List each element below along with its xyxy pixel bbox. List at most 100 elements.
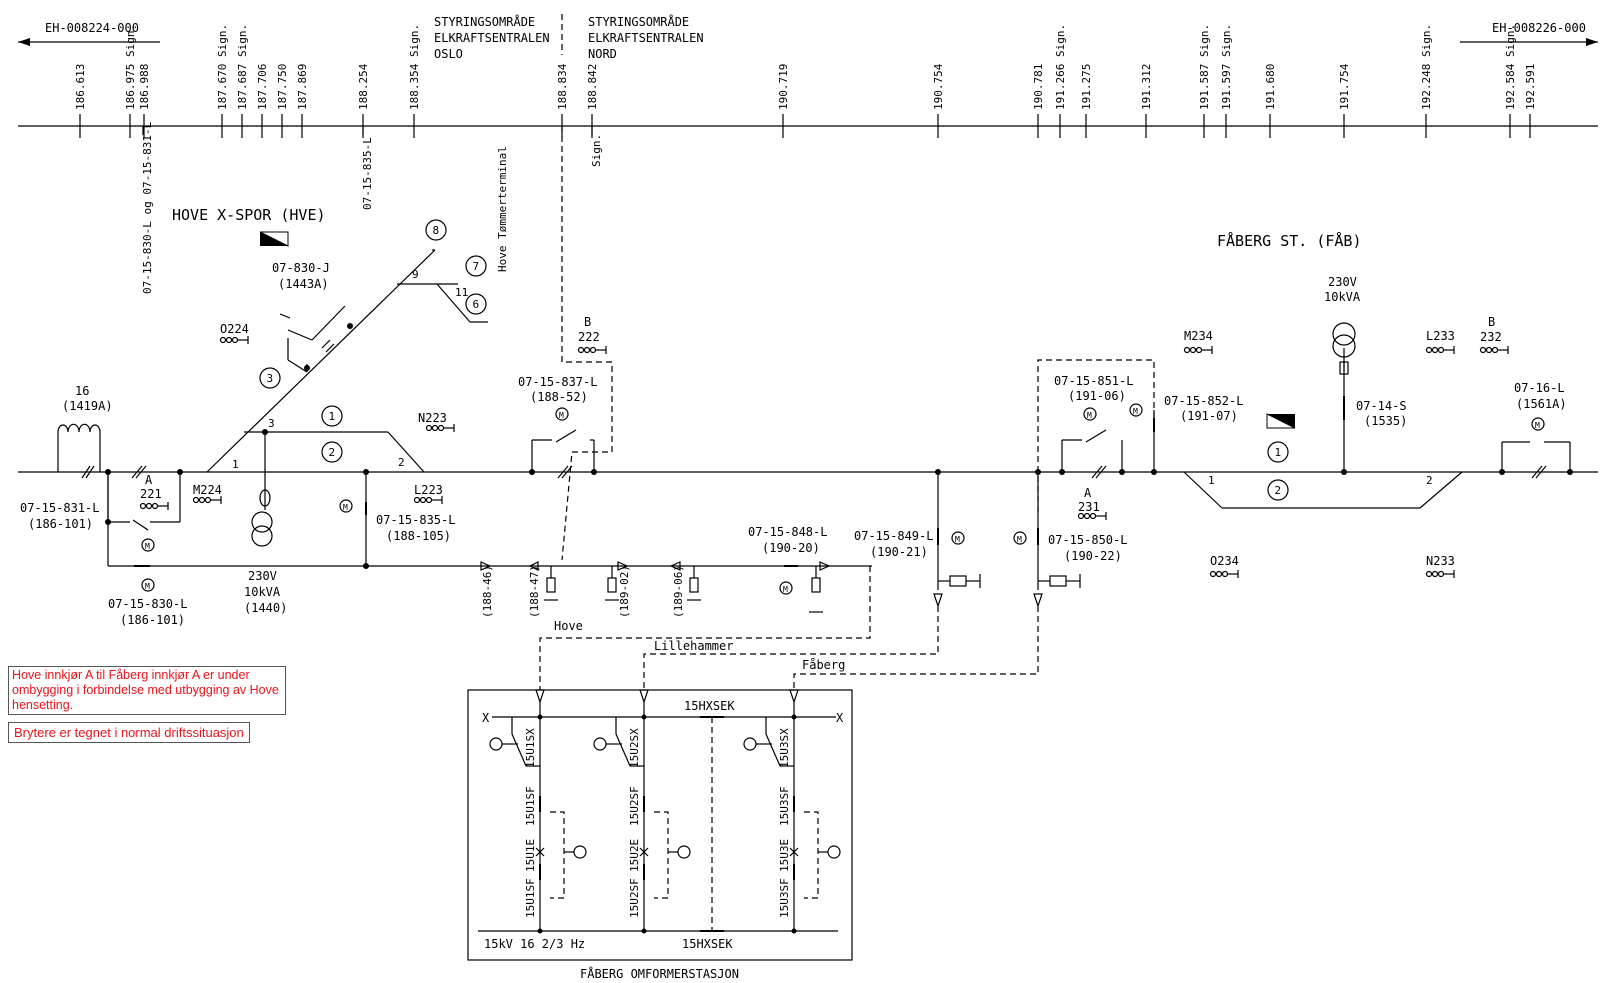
- svg-text:07-15-831-L: 07-15-831-L: [20, 501, 99, 515]
- hove-title: HOVE X-SPOR (HVE): [172, 206, 326, 224]
- svg-text:(191-06): (191-06): [1068, 389, 1126, 403]
- svg-text:15U3SX: 15U3SX: [778, 728, 791, 768]
- switch-831l[interactable]: 07-15-831-L (186-101) M: [20, 501, 155, 552]
- switch-830j[interactable]: 07-830-J (1443A): [272, 261, 330, 291]
- signal-head-icon: [139, 502, 169, 510]
- switch-14s[interactable]: 07-14-S (1535): [1343, 396, 1407, 428]
- track-number-circle: [321, 441, 343, 463]
- svg-text:NORD: NORD: [588, 47, 617, 61]
- zone-nord: STYRINGSOMRÅDE ELKRAFTSENTRALEN NORD: [588, 14, 704, 61]
- motor-icon: [1531, 417, 1545, 431]
- km-label: 186.988: [138, 64, 151, 110]
- km-label: 188.842: [586, 64, 599, 110]
- switch-848l[interactable]: 07-15-848-L (190-20) M: [748, 525, 827, 595]
- km-label: 192.584 Sign.: [1504, 24, 1517, 110]
- note-reconstruction: Hove innkjør A til Fåberg innkjør A er u…: [8, 666, 286, 715]
- svg-text:15U2SF: 15U2SF: [628, 878, 641, 918]
- coil-16[interactable]: 16 (1419A): [57, 384, 113, 479]
- hove-branch-tracks: [206, 249, 488, 547]
- motor-icon: [827, 845, 841, 859]
- svg-text:07-16-L: 07-16-L: [1514, 381, 1565, 395]
- svg-text:(188-47): (188-47): [528, 565, 541, 618]
- svg-text:07-830-J: 07-830-J: [272, 261, 330, 275]
- hove-terminal-label: Hove Tømmerterminal: [496, 146, 509, 272]
- km-label: 187.869: [296, 64, 309, 110]
- faberg-title: FÅBERG ST. (FÅB): [1217, 231, 1362, 250]
- svg-text:1: 1: [1208, 474, 1215, 487]
- svg-text:(1419A): (1419A): [62, 399, 113, 413]
- omformerstasjon[interactable]: X X 15HXSEK 15HXSEK 15kV 16 2/3 Hz 15U1S…: [467, 689, 853, 961]
- svg-text:(188-52): (188-52): [530, 390, 588, 404]
- signal-head-icon: [413, 496, 443, 504]
- svg-text:M: M: [1535, 421, 1540, 430]
- track-number-circle: [259, 367, 281, 389]
- svg-text:(190-22): (190-22): [1064, 549, 1122, 563]
- signal-head-icon: [192, 496, 222, 504]
- switch-835l[interactable]: M 07-15-835-L (188-105): [339, 499, 455, 543]
- trafo-faberg[interactable]: 230V 10kVA: [1324, 275, 1361, 304]
- right-reference[interactable]: EH-008226-000: [1460, 21, 1598, 46]
- km-below-sign: Sign.: [590, 134, 603, 167]
- motor-icon: [951, 531, 965, 545]
- km-label: 188.354 Sign.: [408, 24, 421, 110]
- km-label: 187.670 Sign.: [216, 24, 229, 110]
- switch-850l[interactable]: 07-15-850-L (190-22) M: [1013, 469, 1127, 608]
- track-number: 3: [267, 372, 274, 385]
- svg-text:07-15-848-L: 07-15-848-L: [748, 525, 827, 539]
- svg-text:07-15-835-L: 07-15-835-L: [376, 513, 455, 527]
- km-label: 187.687 Sign.: [236, 24, 249, 110]
- track-number: 1: [329, 410, 336, 423]
- signal-l223: L223: [414, 483, 443, 497]
- feeder-bays: 15U1SX15U1SF15U1E15U1SF15U2SX15U2SF15U2E…: [489, 702, 841, 934]
- right-ref-label: EH-008226-000: [1492, 21, 1586, 35]
- track-number-circle: [465, 293, 487, 315]
- svg-text:15U3SF: 15U3SF: [778, 786, 791, 826]
- svg-text:(1561A): (1561A): [1516, 397, 1567, 411]
- signal-head-icon: [1425, 346, 1455, 354]
- km-label: 186.975 Sign.: [124, 24, 137, 110]
- signal-a231-a: A: [1084, 486, 1092, 500]
- switch-16l[interactable]: 07-16-L (1561A) M: [1499, 381, 1573, 479]
- km-below-830-831: 07-15-830-L og 07-15-831-L: [141, 121, 154, 294]
- svg-text:M: M: [1133, 407, 1138, 416]
- km-label: 190.719: [777, 64, 790, 110]
- motor-icon: [1083, 407, 1097, 421]
- switch-852l[interactable]: 07-15-852-L (191-07) M: [1129, 394, 1243, 475]
- svg-text:M: M: [559, 411, 564, 420]
- switch-851l[interactable]: 07-15-851-L (191-06) M: [1054, 374, 1133, 479]
- switch-830l[interactable]: M 07-15-830-L (186-101): [108, 578, 187, 627]
- motor-icon: [141, 578, 155, 592]
- svg-text:M: M: [1087, 411, 1092, 420]
- svg-text:(190-20): (190-20): [762, 541, 820, 555]
- svg-text:M: M: [783, 585, 788, 594]
- svg-text:ELKRAFTSENTRALEN: ELKRAFTSENTRALEN: [434, 31, 550, 45]
- left-reference[interactable]: EH-008224-000: [18, 21, 160, 46]
- km-label: 192.591: [1524, 64, 1537, 110]
- bus-bottom-label: 15HXSEK: [682, 937, 733, 951]
- svg-text:(1535): (1535): [1364, 414, 1407, 428]
- svg-text:15U2SX: 15U2SX: [628, 728, 641, 768]
- track-number: 8: [433, 224, 440, 237]
- trafo-hove[interactable]: 230V 10kVA (1440): [244, 569, 287, 615]
- km-label: 187.706: [256, 64, 269, 110]
- svg-text:16: 16: [75, 384, 89, 398]
- svg-text:07-15-850-L: 07-15-850-L: [1048, 533, 1127, 547]
- signal-head-icon: [1479, 346, 1509, 354]
- svg-text:M: M: [1017, 535, 1022, 544]
- motor-icon: [677, 845, 691, 859]
- svg-text:2: 2: [1426, 474, 1433, 487]
- switch-837l[interactable]: 07-15-837-L (188-52) M: [518, 375, 597, 479]
- switch-849l[interactable]: 07-15-849-L (190-21) M: [854, 469, 981, 608]
- svg-text:15U2SF: 15U2SF: [628, 786, 641, 826]
- svg-text:3: 3: [268, 417, 275, 430]
- bus-top-label: 15HXSEK: [684, 699, 735, 713]
- svg-text:M: M: [145, 582, 150, 591]
- zone-boundary-dashed: [561, 126, 613, 561]
- svg-text:(191-07): (191-07): [1180, 409, 1238, 423]
- svg-text:15U1E: 15U1E: [524, 839, 537, 872]
